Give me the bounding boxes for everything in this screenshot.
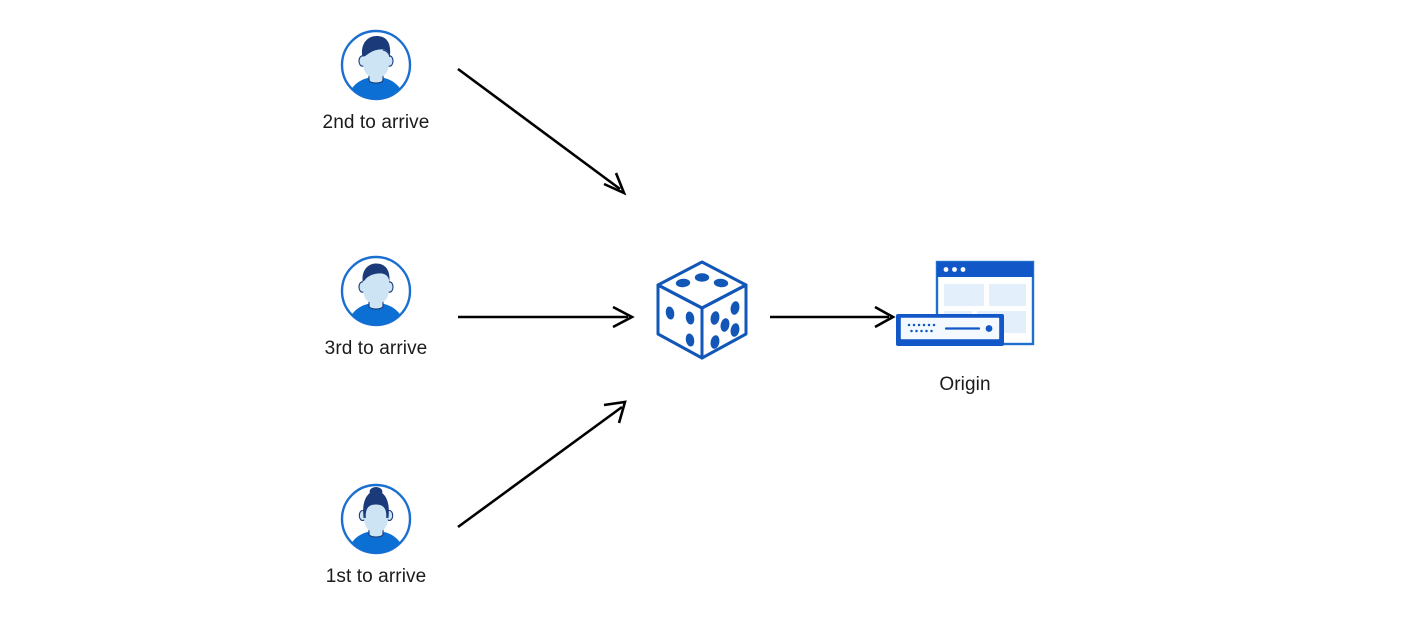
arrow-client-2-to-dice — [457, 67, 627, 196]
arrow-client-3-to-dice — [458, 305, 635, 329]
node-origin[interactable]: Origin — [880, 252, 1050, 396]
node-label-client-2nd: 2nd to arrive — [322, 112, 430, 133]
dice-icon — [652, 258, 752, 364]
user-avatar-icon — [339, 28, 413, 102]
arrow-client-1-to-dice — [457, 400, 627, 529]
router-device-icon — [896, 314, 1004, 346]
user-avatar-icon — [339, 482, 413, 556]
node-label-client-1st: 1st to arrive — [325, 566, 427, 587]
node-client-1st[interactable]: 1st to arrive — [286, 482, 466, 588]
node-client-2nd[interactable]: 2nd to arrive — [286, 28, 466, 134]
node-client-3rd[interactable]: 3rd to arrive — [286, 254, 466, 360]
user-avatar-icon — [339, 254, 413, 328]
origin-server-icon — [890, 252, 1040, 362]
arrow-dice-to-origin — [770, 305, 896, 329]
node-label-client-3rd: 3rd to arrive — [324, 338, 428, 359]
node-label-origin: Origin — [939, 374, 991, 395]
node-randomizer[interactable] — [646, 258, 758, 364]
